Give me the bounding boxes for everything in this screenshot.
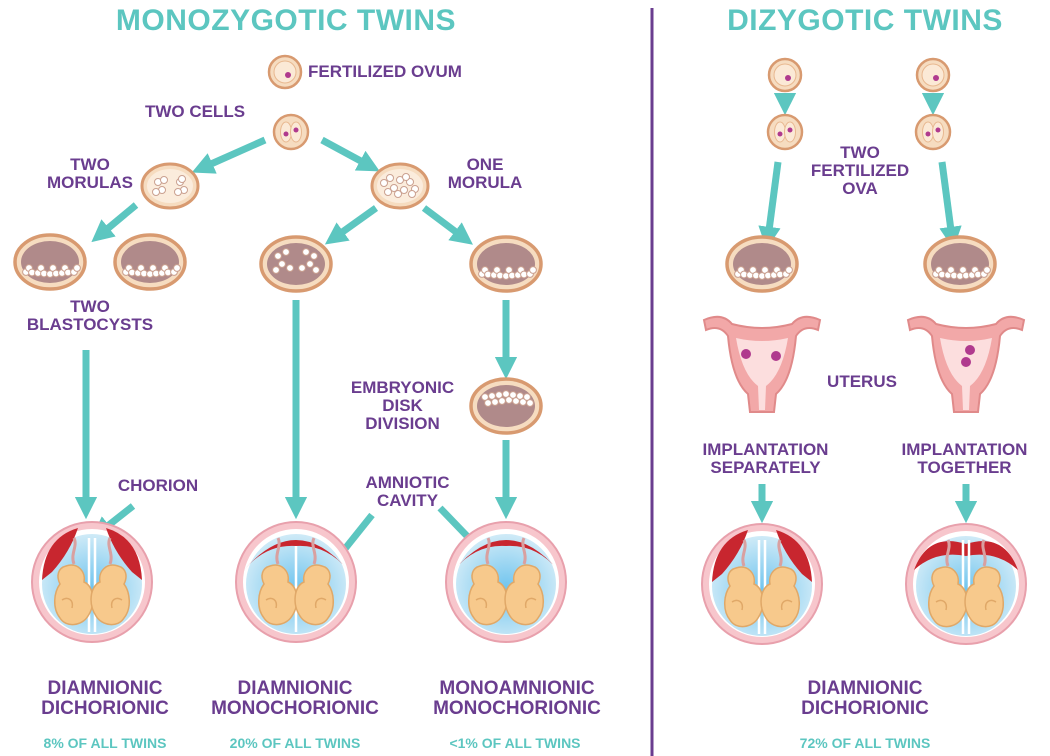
embryo-dizygotic-together: [906, 524, 1026, 644]
arrow-morula-to-blastocyst-right: [424, 208, 464, 238]
morula-left-icon: [142, 164, 198, 208]
blastocyst-4-icon: [471, 237, 541, 291]
label-one-morula: ONE MORULA: [440, 156, 530, 192]
arrow-two-cells-to-two-morulas: [202, 140, 265, 168]
blastocyst-2-icon: [115, 235, 185, 289]
outcome-percent-3: <1% OF ALL TWINS: [415, 736, 615, 751]
label-implantation-separately: IMPLANTATION SEPARATELY: [683, 441, 848, 477]
label-amniotic-cavity: AMNIOTIC CAVITY: [345, 474, 470, 510]
label-chorion: CHORION: [98, 477, 218, 495]
label-fertilized-ovum: FERTILIZED OVUM: [308, 63, 508, 81]
outcome-name-1: DIAMNIONIC DICHORIONIC: [5, 679, 205, 719]
blastocyst-3-icon: [261, 237, 331, 291]
heading-dizygotic: DIZYGOTIC TWINS: [690, 5, 1040, 37]
arrow-dizygotic-left-to-blastocyst: [768, 162, 778, 238]
outcome-percent-2: 20% OF ALL TWINS: [195, 736, 395, 751]
blastocyst-disk-icon: [471, 379, 541, 433]
uterus-right-icon: [908, 317, 1024, 412]
fertilized-ovum-icon: [269, 56, 301, 88]
outcome-percent-4: 72% OF ALL TWINS: [765, 736, 965, 751]
embryo-diamnionic-dichorionic: [32, 522, 152, 642]
arrow-two-cells-to-one-morula: [322, 140, 370, 166]
heading-monozygotic: MONOZYGOTIC TWINS: [96, 5, 476, 37]
arrow-morula-to-blastocyst-left: [100, 205, 136, 235]
uterus-illustrations: [704, 317, 1024, 412]
two-cells-icon: [274, 115, 308, 149]
arrow-morula-to-blastocyst-middle: [334, 208, 376, 238]
embryo-dizygotic-separately: [702, 524, 822, 644]
uterus-left-icon: [704, 317, 820, 412]
arrow-dizygotic-right-to-blastocyst: [942, 162, 952, 238]
label-embryonic-disk-division: EMBRYONIC DISK DIVISION: [330, 379, 475, 433]
blastocyst-1-icon: [15, 235, 85, 289]
dizygotic-ovum-right-icon: [917, 59, 949, 91]
label-two-cells: TWO CELLS: [130, 103, 260, 121]
embryo-monoamnionic-monochorionic: [446, 522, 566, 642]
label-implantation-together: IMPLANTATION TOGETHER: [882, 441, 1047, 477]
dizygotic-blastocyst-left-icon: [727, 237, 797, 291]
outcome-name-3: MONOAMNIONIC MONOCHORIONIC: [407, 679, 627, 719]
outcome-name-2: DIAMNIONIC MONOCHORIONIC: [190, 679, 400, 719]
label-two-fertilized-ova: TWO FERTILIZED OVA: [795, 144, 925, 198]
embryo-sacs: [32, 522, 1026, 644]
morula-right-icon: [372, 164, 428, 208]
outcome-percent-1: 8% OF ALL TWINS: [5, 736, 205, 751]
outcome-name-4: DIAMNIONIC DICHORIONIC: [765, 679, 965, 719]
embryo-diamnionic-monochorionic: [236, 522, 356, 642]
label-two-morulas: TWO MORULAS: [40, 156, 140, 192]
label-uterus: UTERUS: [812, 373, 912, 391]
dizygotic-blastocyst-right-icon: [925, 237, 995, 291]
label-two-blastocysts: TWO BLASTOCYSTS: [15, 298, 165, 334]
dizygotic-ovum-left-icon: [769, 59, 801, 91]
